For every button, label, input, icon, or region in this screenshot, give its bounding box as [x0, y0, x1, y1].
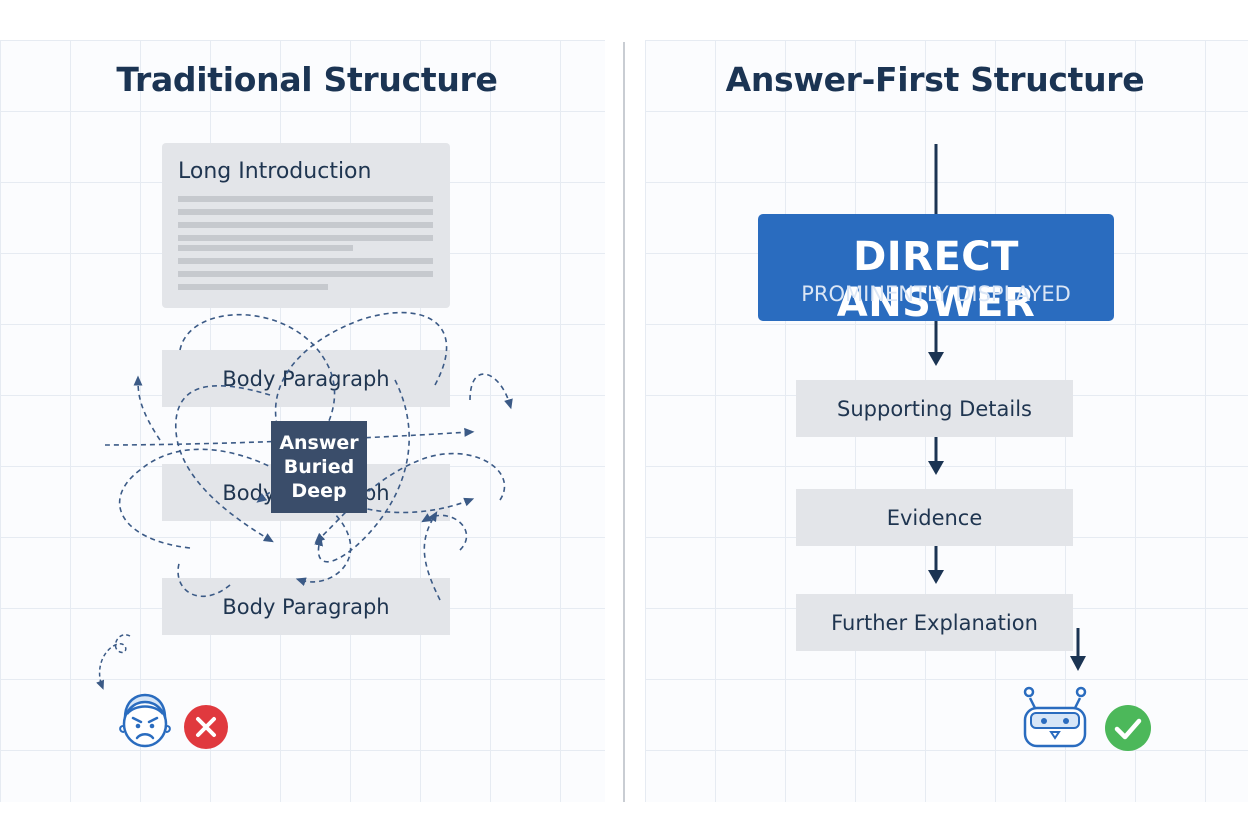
text-line [178, 245, 353, 251]
long-introduction-label: Long Introduction [178, 159, 372, 184]
text-line [178, 235, 433, 241]
flow-arrows [928, 144, 944, 584]
traditional-structure-title: Traditional Structure [116, 60, 498, 99]
evidence-box: Evidence [796, 489, 1073, 546]
supporting-details-box: Supporting Details [796, 380, 1073, 437]
text-line [178, 271, 433, 277]
body-paragraph-3: Body Paragraph [162, 578, 450, 635]
red-x-icon [184, 705, 228, 749]
buried-line-2: Buried [283, 456, 355, 478]
down-arrow-icon [1070, 628, 1086, 671]
text-line [178, 222, 433, 228]
buried-line-3: Deep [291, 480, 347, 502]
answer-buried-deep-box: Answer Buried Deep [271, 421, 367, 513]
text-line [178, 209, 433, 215]
text-line [178, 196, 433, 202]
prominently-displayed-label: PROMINENTLY DISPLAYED [801, 282, 1071, 306]
further-explanation-box: Further Explanation [796, 594, 1073, 651]
text-line [178, 284, 328, 290]
direct-answer-label: DIRECT ANSWER [836, 234, 1036, 326]
answer-first-structure-title: Answer-First Structure [725, 60, 1145, 99]
long-introduction-box: Long Introduction [162, 143, 450, 308]
panel-divider [623, 42, 625, 802]
confused-squiggle-icon [96, 634, 131, 690]
buried-line-1: Answer [279, 432, 359, 454]
text-line [178, 258, 433, 264]
robot-icon [1023, 686, 1087, 748]
green-check-icon [1105, 705, 1151, 751]
direct-answer-box: DIRECT ANSWER PROMINENTLY DISPLAYED [758, 214, 1114, 326]
right-grid-background [645, 40, 1248, 802]
frustrated-face-icon [119, 693, 171, 748]
